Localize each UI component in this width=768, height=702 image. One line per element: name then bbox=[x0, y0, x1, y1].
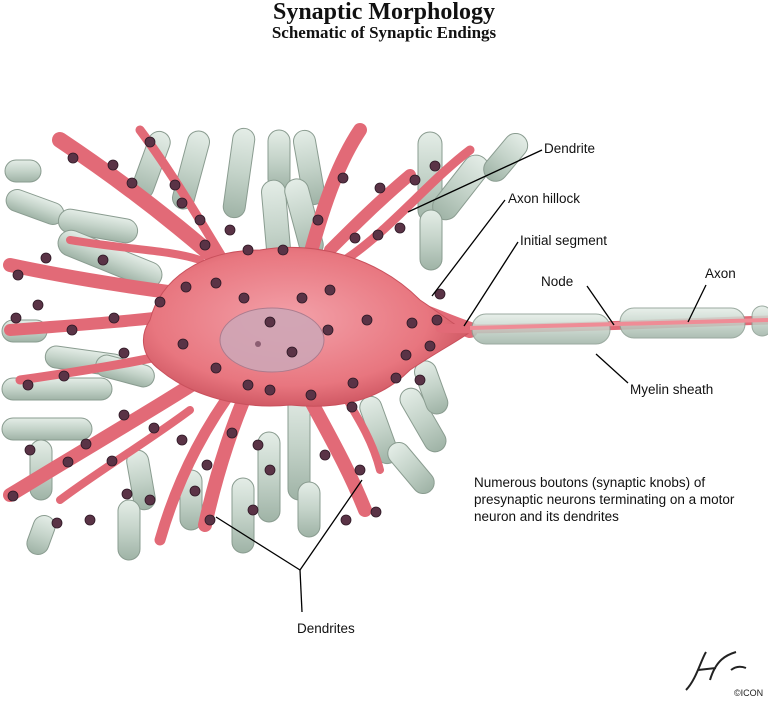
diagram-title: Synaptic Morphology bbox=[272, 0, 496, 25]
netter-signature: ©ICON bbox=[685, 651, 763, 698]
copyright-mark: ©ICON bbox=[734, 688, 763, 698]
synaptic-boutons bbox=[7, 136, 446, 529]
diagram-subtitle: Schematic of Synaptic Endings bbox=[271, 23, 497, 42]
label-myelin-sheath: Myelin sheath bbox=[630, 382, 714, 397]
label-dendrite: Dendrite bbox=[544, 141, 596, 156]
label-axon: Axon bbox=[705, 266, 736, 281]
label-axon-hillock: Axon hillock bbox=[508, 191, 581, 206]
figure-caption: Numerous boutons (synaptic knobs) of pre… bbox=[474, 475, 735, 524]
label-dendrites: Dendrites bbox=[297, 621, 355, 636]
label-node: Node bbox=[541, 274, 574, 289]
nucleus bbox=[219, 307, 325, 373]
leader-lines bbox=[215, 149, 707, 613]
label-initial-segment: Initial segment bbox=[520, 233, 608, 248]
